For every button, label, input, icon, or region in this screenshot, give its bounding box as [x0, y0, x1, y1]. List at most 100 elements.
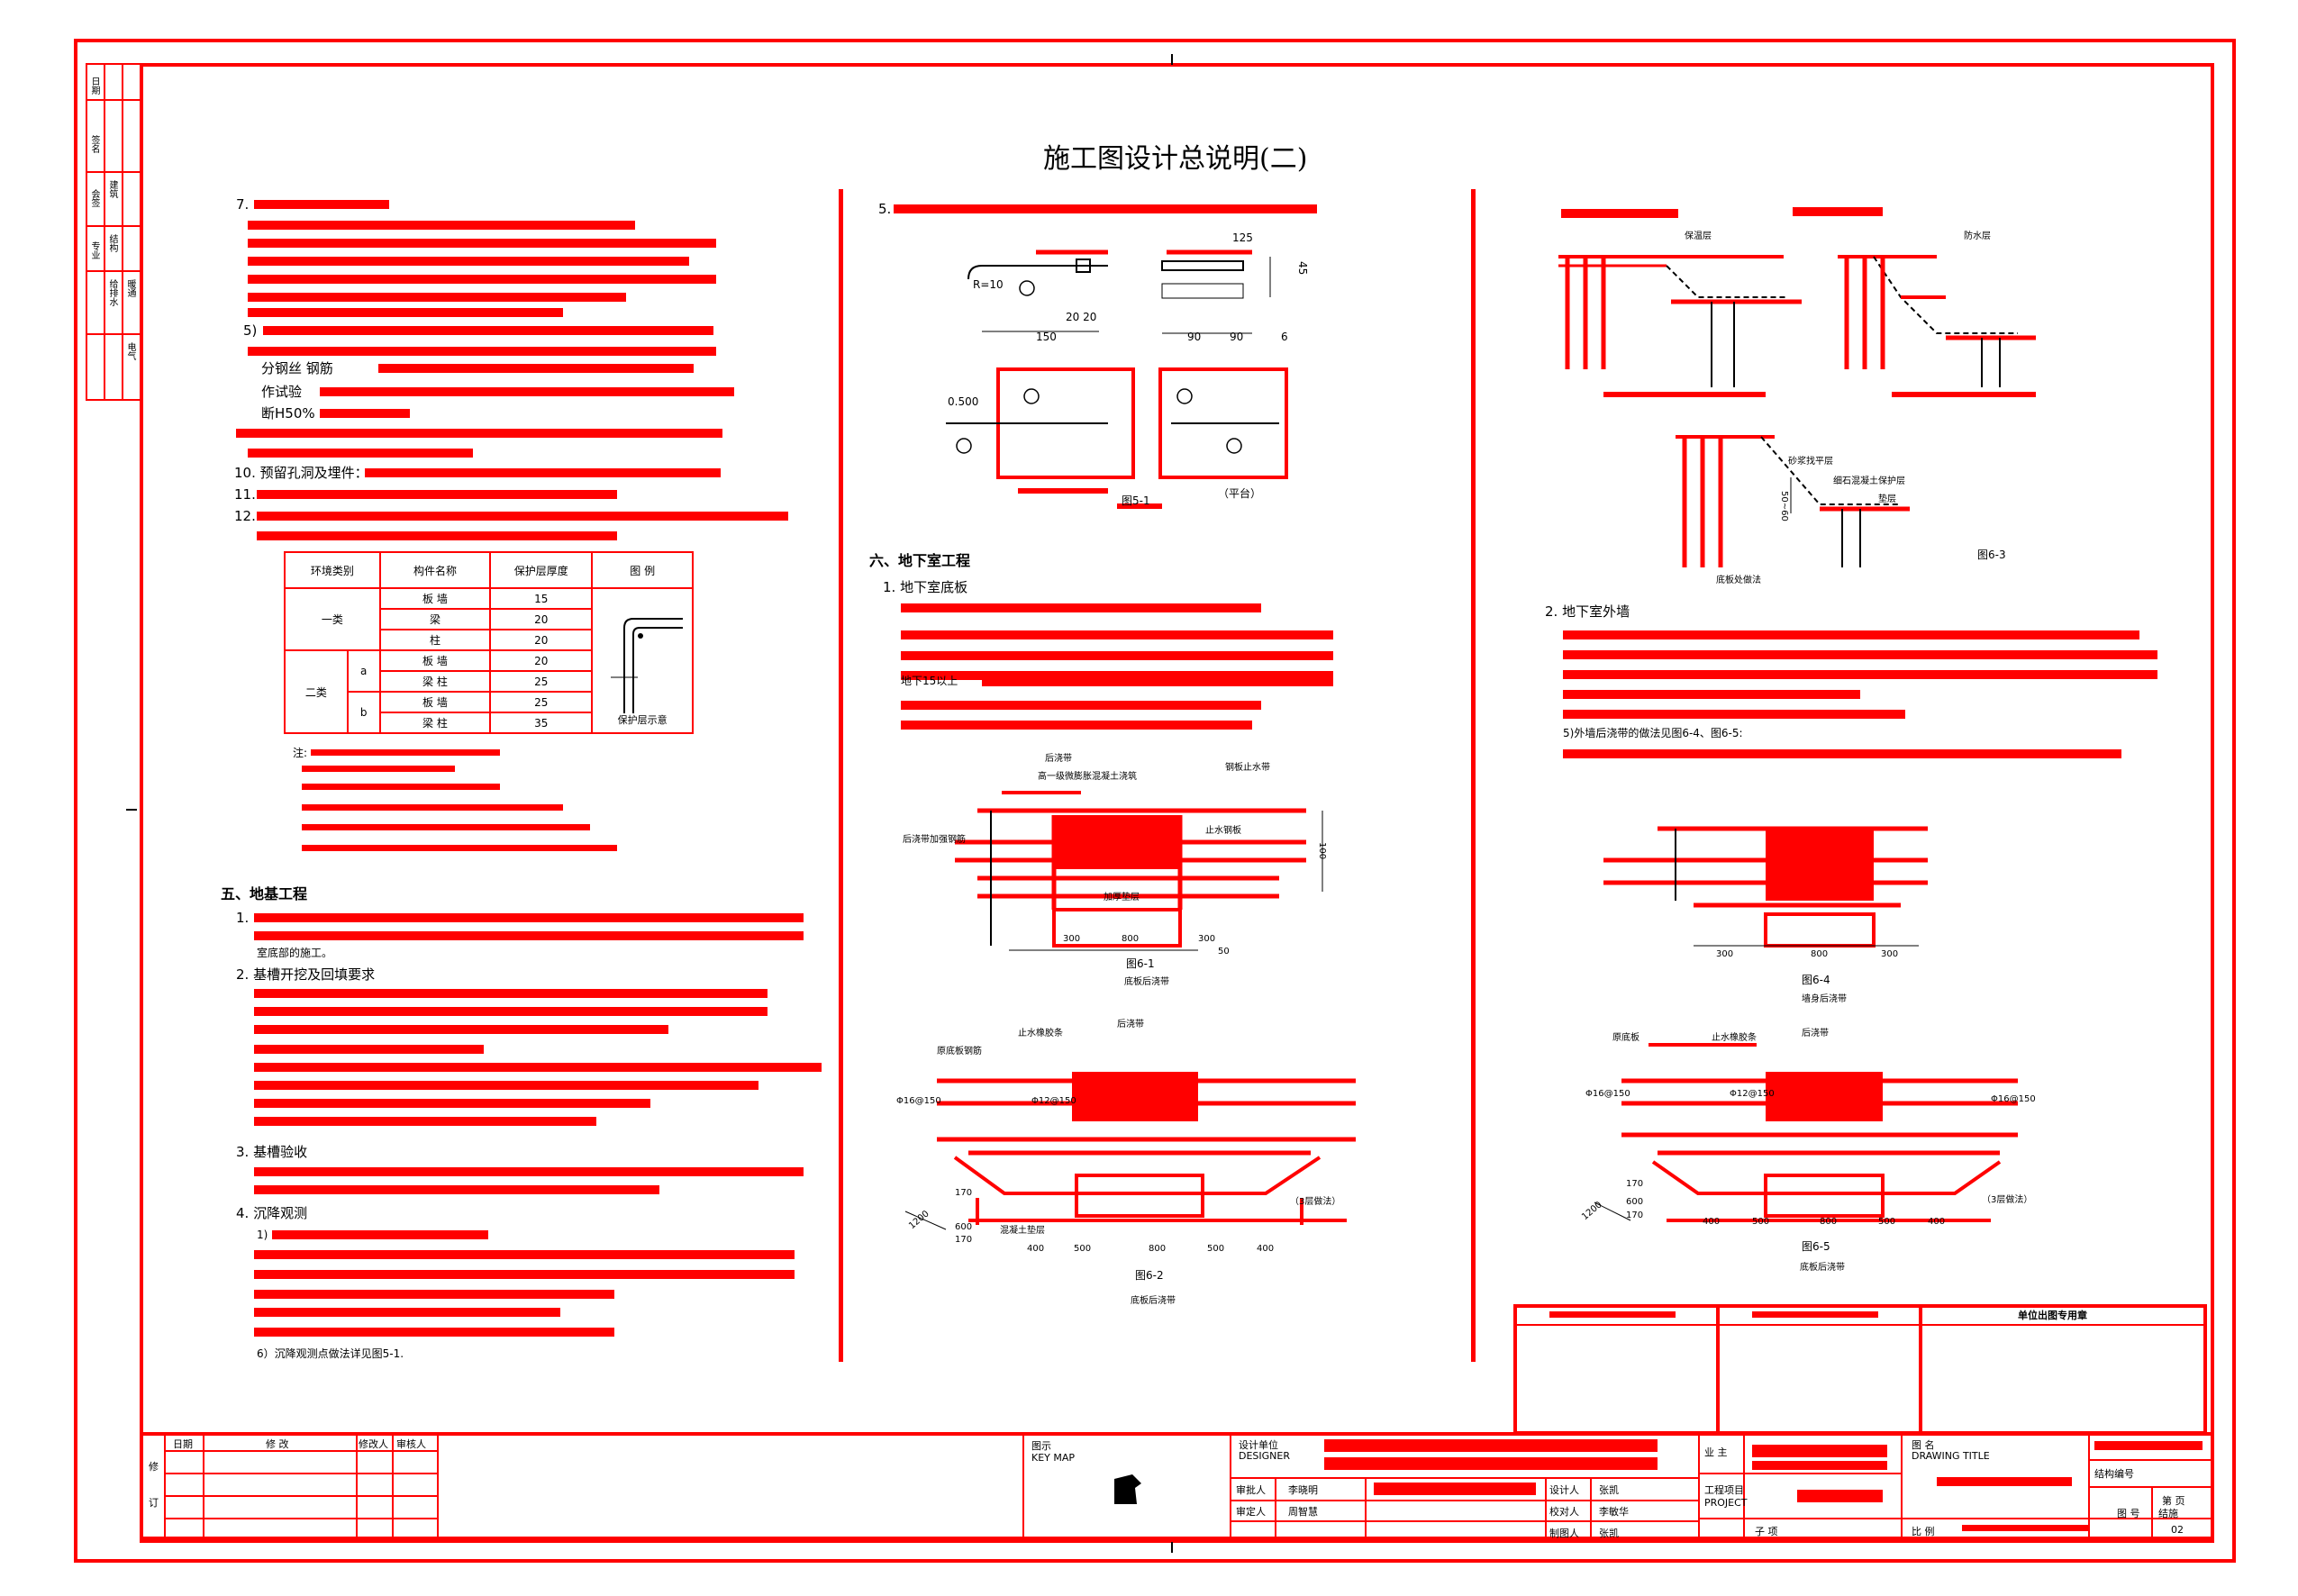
- redacted-line: [302, 784, 500, 790]
- redacted-line: [1563, 749, 2121, 758]
- side-label-plumb: 给排水: [107, 279, 117, 306]
- fig-6-2-sub: 底板后浇带: [1131, 1296, 1176, 1306]
- project-label-en: PROJECT: [1704, 1497, 1748, 1509]
- item-12-number: 12.: [234, 508, 256, 524]
- redacted-line: [1563, 650, 2157, 659]
- fig65-dim: 500: [1878, 1217, 1896, 1227]
- cover-legend-sketch: [611, 618, 684, 713]
- table-cell: 梁 柱: [378, 712, 492, 734]
- rev-col: [356, 1432, 358, 1540]
- rev-row: [164, 1450, 439, 1452]
- redacted-line: [901, 603, 1261, 612]
- dim-125: 125: [1232, 231, 1253, 244]
- fig65-dim: 800: [1820, 1217, 1838, 1227]
- center-tick-left: [126, 809, 137, 811]
- column-divider-2: [1471, 189, 1476, 1362]
- fig65-label: Φ16@150: [1585, 1089, 1630, 1099]
- tb-row: [1230, 1520, 1698, 1522]
- item-10-text: 10. 预留孔洞及埋件：: [234, 465, 368, 481]
- designer-unit-en: DESIGNER: [1239, 1450, 1290, 1462]
- side-label-struct: 结构: [107, 234, 117, 252]
- fig62-label: Φ16@150: [896, 1096, 941, 1106]
- fig62-dim: 170: [955, 1188, 973, 1198]
- subitem-label: 子 项: [1755, 1526, 1778, 1537]
- redacted-line: [248, 293, 626, 302]
- table-cell: 二类: [284, 649, 349, 734]
- mid-item-5: 5.: [878, 201, 892, 217]
- rev-side-1: 修: [149, 1461, 159, 1473]
- fig-5-1-sub: （平台）: [1218, 487, 1262, 500]
- redacted-line: [1752, 1461, 1887, 1470]
- redacted-line: [254, 1250, 795, 1259]
- fig62-label: 混凝土垫层: [1000, 1226, 1045, 1236]
- fig65-label: Φ16@150: [1991, 1094, 2036, 1104]
- redacted-line: [248, 347, 716, 356]
- fig-6-3-caption: 图6-3: [1977, 549, 2006, 561]
- table-cell: 15: [489, 587, 594, 610]
- drawing-title-en: DRAWING TITLE: [1912, 1450, 1990, 1462]
- outer-frame: [74, 39, 2236, 1563]
- fig65-dim: 170: [1626, 1211, 1644, 1220]
- redacted-line: [1752, 1445, 1887, 1457]
- redacted-line: [320, 387, 734, 396]
- side-label-discipline: 专业: [89, 241, 99, 259]
- side-label-sign: 签名: [89, 135, 99, 153]
- redacted-line: [254, 1045, 484, 1054]
- sub-5-number: 5): [243, 322, 258, 339]
- s6-item-1-sub: 地下15以上: [901, 675, 958, 687]
- fig-6-4-caption: 图6-4: [1802, 974, 1830, 986]
- figure-6-5-drawing: [1594, 1043, 2018, 1222]
- text-line-c: 断H50%: [261, 405, 315, 422]
- project-label-cn: 工程项目: [1704, 1484, 1744, 1496]
- rev-col: [203, 1432, 204, 1540]
- fig61-label: 后浇带: [1045, 754, 1072, 764]
- fig62-label: （3层做法）: [1290, 1197, 1341, 1207]
- redacted-line: [254, 1025, 668, 1034]
- redacted-line: [1752, 1311, 1878, 1318]
- rev-side-2: 订: [149, 1497, 159, 1509]
- right-s2: 2. 地下室外墙: [1545, 603, 1630, 620]
- item-7-number: 7.: [236, 196, 250, 213]
- fig-6-5-sub: 底板后浇带: [1800, 1263, 1845, 1273]
- side-strip-row-4: [86, 270, 141, 272]
- redacted-line: [1374, 1483, 1536, 1495]
- approver-label: 审批人: [1236, 1484, 1266, 1496]
- side-strip-row-3: [86, 225, 141, 227]
- redacted-line: [1324, 1457, 1658, 1470]
- dim-90-b: 90: [1230, 331, 1244, 343]
- fig63-label: 保温层: [1685, 231, 1712, 241]
- fig64-dim: 800: [1811, 949, 1829, 959]
- redacted-line: [254, 1270, 795, 1279]
- fig61-label: 后浇带加强钢筋: [903, 835, 966, 845]
- fig61-dim: 300: [1198, 934, 1216, 944]
- side-strip-row-2: [86, 171, 141, 173]
- dim-90-a: 90: [1187, 331, 1202, 343]
- redacted-line: [1563, 670, 2157, 679]
- tb-col: [1698, 1432, 1700, 1540]
- reviewer-name: 周智慧: [1288, 1506, 1318, 1518]
- redacted-line: [248, 239, 716, 248]
- keymap-divider: [1230, 1432, 1231, 1540]
- drawing-no-label: 结构编号: [2094, 1468, 2134, 1480]
- drawing-title-cn: 图 名: [1912, 1439, 1935, 1451]
- redacted-line: [248, 257, 689, 266]
- redacted-line: [254, 1007, 768, 1016]
- fig65-label: （3层做法）: [1982, 1195, 2033, 1205]
- redacted-line: [901, 671, 1333, 680]
- table-cell: 20: [489, 608, 594, 630]
- rev-header-change: 修 改: [266, 1438, 289, 1450]
- redacted-line: [901, 721, 1252, 730]
- table-header: 保护层厚度: [489, 551, 594, 589]
- cover-thickness-table: 环境类别 构件名称 保护层厚度 图 例 一类 板 墙 15 保护层示意 梁 20…: [284, 551, 694, 734]
- fig65-dim: 400: [1928, 1217, 1946, 1227]
- keymap-icon: [1114, 1474, 1141, 1504]
- figure-5-1-drawing: [946, 249, 1288, 509]
- rev-header-checker: 审核人: [396, 1438, 426, 1450]
- text-line-a: 分钢丝 钢筋: [261, 360, 333, 376]
- table-legend: 保护层示意: [591, 587, 694, 734]
- fig61-label: 高一级微膨胀混凝土浇筑: [1038, 772, 1137, 782]
- reviewer-label: 审定人: [1236, 1506, 1266, 1518]
- redacted-line: [1563, 710, 1905, 719]
- s5-item-1-tail: 室底部的施工。: [257, 947, 333, 959]
- redacted-line: [254, 1328, 614, 1337]
